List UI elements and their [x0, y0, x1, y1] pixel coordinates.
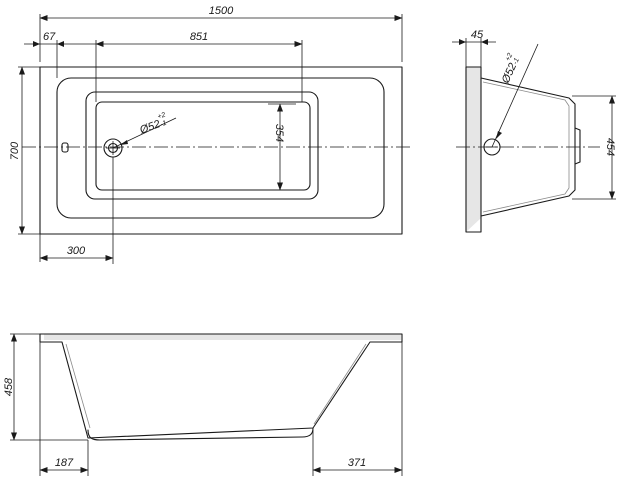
dim-side-height: 458 — [3, 333, 88, 441]
dim-end-height: 454 — [572, 95, 616, 200]
plan-drain-leader: Ø52 +2 -1 — [112, 112, 177, 149]
end-view: 45 Ø52 +2 -1 454 — [452, 29, 616, 233]
dim-rim-offset: 67 — [24, 31, 96, 78]
dim-side-right-setback: 371 — [312, 342, 403, 476]
side-body — [39, 333, 403, 439]
dim-end-rim-thickness-label: 45 — [471, 29, 484, 41]
plan-outer-rim — [39, 66, 403, 235]
dim-end-rim-thickness: 45 — [452, 29, 496, 67]
end-drain-tol-upper: +2 — [505, 52, 515, 62]
end-drain-fitting — [574, 127, 581, 165]
dim-overall-length: 1500 — [39, 5, 403, 62]
dim-basin-width-label: 354 — [273, 124, 285, 142]
plan-drain-tol-lower: -1 — [159, 120, 167, 129]
dim-side-right-setback-label: 371 — [348, 457, 366, 469]
plan-inner-rim — [56, 77, 385, 219]
dim-drain-position: 300 — [39, 157, 114, 264]
side-wall-left-inner — [65, 343, 91, 429]
dim-rim-offset-label: 67 — [43, 31, 56, 43]
dim-basin-width: 354 — [268, 103, 296, 191]
plan-view: 1500 67 851 700 — [9, 5, 412, 264]
dim-overall-width-label: 700 — [9, 141, 21, 160]
side-wall-right-inner — [313, 343, 367, 425]
dim-drain-position-label: 300 — [67, 245, 86, 257]
dim-basin-length-label: 851 — [190, 31, 208, 43]
dim-side-left-setback: 187 — [39, 342, 89, 476]
side-view: 458 187 371 — [3, 333, 403, 476]
side-rim-shade — [44, 334, 401, 340]
dim-basin-length: 851 — [95, 31, 303, 102]
plan-drain-tol-upper: +2 — [157, 112, 167, 121]
dim-overall-length-label: 1500 — [209, 5, 234, 17]
side-bottom — [87, 427, 314, 441]
end-rim — [465, 66, 482, 233]
dim-end-height-label: 454 — [604, 138, 616, 156]
overflow-slot — [61, 142, 69, 153]
plan-basin-outer — [85, 91, 319, 200]
dim-side-height-label: 458 — [3, 377, 15, 396]
plan-basin-inner — [95, 101, 311, 191]
end-drain-tol-lower: -1 — [512, 57, 521, 66]
dim-side-left-setback-label: 187 — [55, 457, 74, 469]
end-rim-shade — [466, 67, 481, 232]
dim-overall-width: 700 — [9, 66, 40, 235]
end-drain-leader: Ø52 +2 -1 — [491, 43, 539, 148]
